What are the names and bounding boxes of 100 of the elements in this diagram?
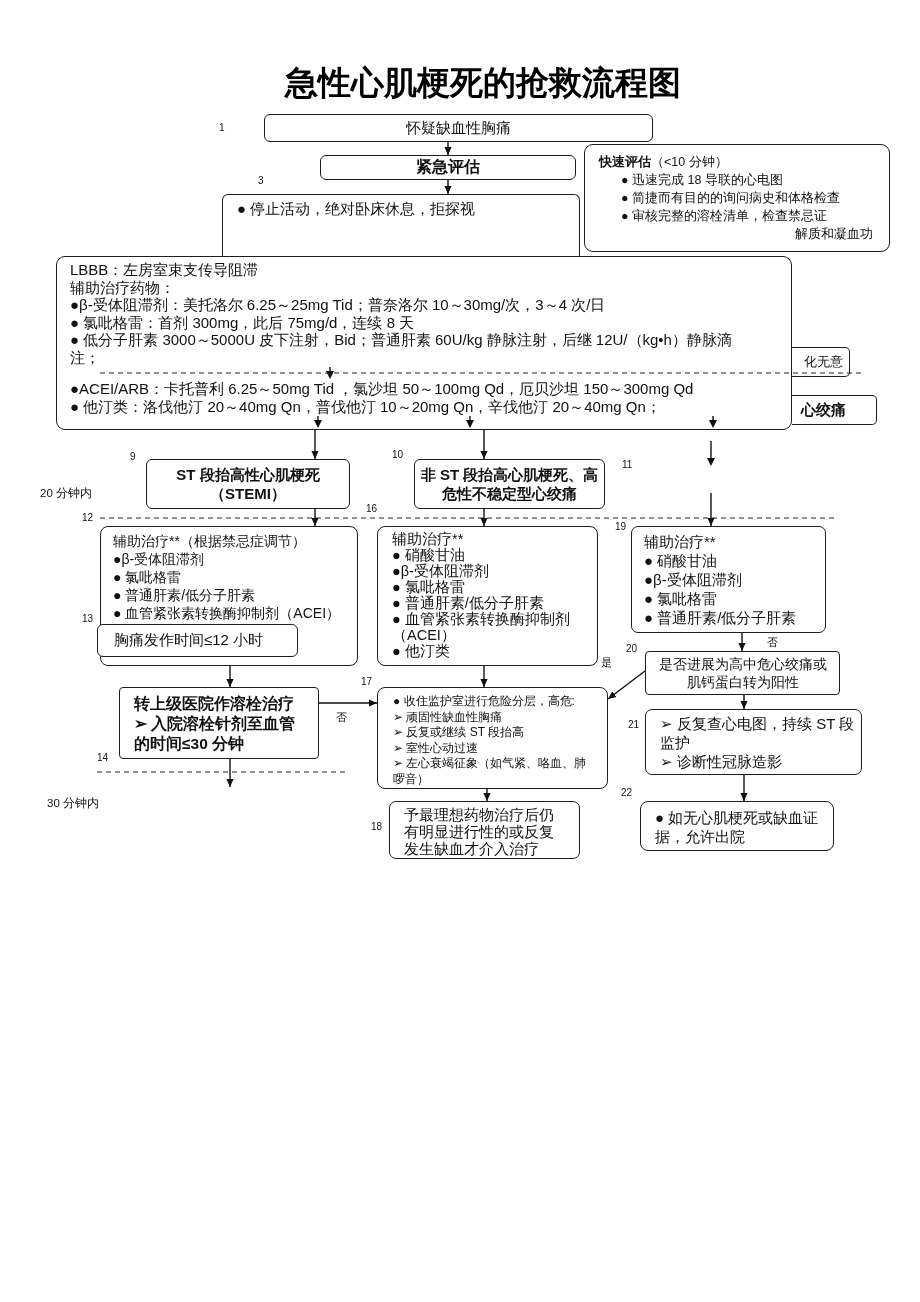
list-item: ● 他汀类：洛伐他汀 20～40mg Qn，普伐他汀 10～20mg Qn，辛伐他汀 20～40mg Qn； xyxy=(70,397,661,415)
list-item: ➢ 诊断性冠脉造影 xyxy=(660,752,783,771)
arrow xyxy=(607,670,646,700)
arrow xyxy=(226,758,234,788)
process-box xyxy=(377,526,598,666)
box-heading: 辅助治疗** xyxy=(644,532,716,551)
box-heading: 辅助治疗** xyxy=(392,531,464,547)
process-box xyxy=(631,526,826,633)
step-number: 17 xyxy=(361,676,373,688)
edge-label: 是 xyxy=(600,656,613,669)
step-number: 19 xyxy=(615,521,627,533)
process-box xyxy=(377,687,608,789)
list-item: ● 收住监护室进行危险分层，高危: xyxy=(393,694,575,710)
list-item: ● 血管紧张素转换酶抑制剂（ACEI） xyxy=(113,604,341,622)
box-heading: 辅助治疗**（根据禁忌症调节） xyxy=(113,532,306,550)
box-text: 化无意 xyxy=(804,354,843,371)
list-item: ● 普通肝素/低分子肝素 xyxy=(644,608,797,627)
box-text: 心绞痛 xyxy=(801,400,846,420)
step-number: 16 xyxy=(366,503,378,515)
box-text: 怀疑缺血性胸痛 xyxy=(406,118,511,138)
arrow xyxy=(483,788,491,802)
list-item: ●ACEI/ARB：卡托普利 6.25～50mg Tid ，氯沙坦 50～100mg Qd，厄贝沙坦 150～300mg Qd xyxy=(70,380,694,398)
list-item: ➢ 室性心动过速 xyxy=(393,740,479,756)
list-item: ● 低分子肝素 3000～5000U 皮下注射，Bid；普通肝素 60U/kg 静脉注射，后继 12U/（kg•h）静脉滴注； xyxy=(70,331,733,366)
process-box xyxy=(264,114,653,142)
box-text: 非 ST 段抬高心肌梗死、高危性不稳定型心绞痛 xyxy=(420,465,599,503)
list-item: ● 血管紧张素转换酶抑制剂（ACEI） xyxy=(392,611,571,643)
list-item: ●β-受体阻滞剂 xyxy=(392,563,489,579)
list-item: ●β-受体阻滞剂 xyxy=(644,570,742,589)
list-item: ● 硝酸甘油 xyxy=(392,547,465,563)
box-text: ● 如无心肌梗死或缺血证据，允许出院 xyxy=(655,808,820,846)
list-item: ● 氯吡格雷 xyxy=(113,568,182,586)
box-text: ● 停止活动，绝对卧床休息，拒探视 xyxy=(237,199,476,219)
process-box xyxy=(119,687,319,759)
box-heading: 快速评估（<10 分钟） xyxy=(599,154,728,171)
arrow xyxy=(740,774,748,802)
arrow xyxy=(311,508,319,527)
step-number: 9 xyxy=(130,451,136,463)
box-text: 紧急评估 xyxy=(416,157,480,177)
process-box xyxy=(146,459,350,509)
list-item: ● 他汀类 xyxy=(392,643,450,659)
arrow xyxy=(444,141,452,156)
process-box xyxy=(389,801,580,859)
note-heading: LBBB：左房室束支传导阻滞 xyxy=(70,261,259,279)
arrow xyxy=(226,665,234,688)
list-item: 解质和凝血功 xyxy=(795,226,873,243)
list-item: ● 硝酸甘油 xyxy=(644,551,718,570)
step-number: 14 xyxy=(97,752,109,764)
list-item: ● 审核完整的溶栓清单，检查禁忌证 xyxy=(621,208,828,225)
arrow xyxy=(480,429,488,460)
note-text: 辅助治疗药物： xyxy=(70,278,175,296)
step-number: 21 xyxy=(628,719,640,731)
process-box xyxy=(792,347,850,377)
box-text: 是否进展为高中危心绞痛或肌钙蛋白转为阳性 xyxy=(658,655,827,691)
list-item: ● 简捷而有目的的询问病史和体格检查 xyxy=(621,190,841,207)
time-label: 30 分钟内 xyxy=(47,797,99,811)
list-item: ➢ 左心衰竭征象（如气紧、咯血、肺啰音） xyxy=(393,756,587,787)
process-box xyxy=(320,155,576,180)
process-box xyxy=(792,395,877,425)
list-item: ● 氯吡格雷：首剂 300mg，此后 75mg/d，连续 8 天 xyxy=(70,313,415,331)
list-item: ●β-受体阻滞剂：美托洛尔 6.25～25mg Tid；普奈洛尔 10～30mg/次，3～4 次/日 xyxy=(70,296,606,314)
edge-label: 否 xyxy=(335,711,348,724)
arrow xyxy=(480,665,488,688)
box-text: 予最理想药物治疗后仍有明显进行性的或反复发生缺血才介入治疗 xyxy=(404,806,555,857)
arrow xyxy=(480,508,488,527)
list-item: ➢ 反复查心电图，持续 ST 段监护 xyxy=(660,714,855,752)
decision-box xyxy=(645,651,840,695)
box-heading: 转上级医院作溶栓治疗 xyxy=(134,694,294,714)
edge-label: 否 xyxy=(766,636,779,649)
step-number: 13 xyxy=(82,613,94,625)
step-number: 3 xyxy=(258,175,264,187)
arrow xyxy=(311,429,319,460)
process-box xyxy=(414,459,605,509)
process-box xyxy=(584,144,890,252)
step-number: 12 xyxy=(82,512,94,524)
arrow xyxy=(318,699,378,707)
list-item: ➢ 反复或继续 ST 段抬高 xyxy=(393,725,525,741)
list-item: ● 氯吡格雷 xyxy=(644,589,718,608)
step-number: 22 xyxy=(621,787,633,799)
box-text: ST 段抬高性心肌梗死（STEMI） xyxy=(175,465,321,503)
box-text: 胸痛发作时间≤12 小时 xyxy=(114,630,264,650)
time-label: 20 分钟内 xyxy=(40,487,92,501)
arrow xyxy=(738,632,746,652)
list-item: ● 普通肝素/低分子肝素 xyxy=(392,595,544,611)
process-box xyxy=(645,709,862,775)
list-item: ● 迅速完成 18 导联的心电图 xyxy=(621,172,783,189)
step-number: 20 xyxy=(626,643,638,655)
diagram-title: 急性心肌梗死的抢救流程图 xyxy=(285,64,681,102)
arrow xyxy=(740,694,748,710)
process-box xyxy=(222,194,580,256)
step-number: 11 xyxy=(622,459,633,471)
arrow xyxy=(444,179,452,195)
list-item: ●β-受体阻滞剂 xyxy=(113,550,205,568)
list-item: ● 普通肝素/低分子肝素 xyxy=(113,586,256,604)
step-number: 18 xyxy=(371,821,383,833)
process-box xyxy=(640,801,834,851)
list-item: ➢ 入院溶栓针剂至血管的时间≤30 分钟 xyxy=(134,714,297,754)
list-item: ● 氯吡格雷 xyxy=(392,579,465,595)
list-item: ➢ 顽固性缺血性胸痛 xyxy=(393,709,503,725)
step-number: 10 xyxy=(392,449,404,461)
